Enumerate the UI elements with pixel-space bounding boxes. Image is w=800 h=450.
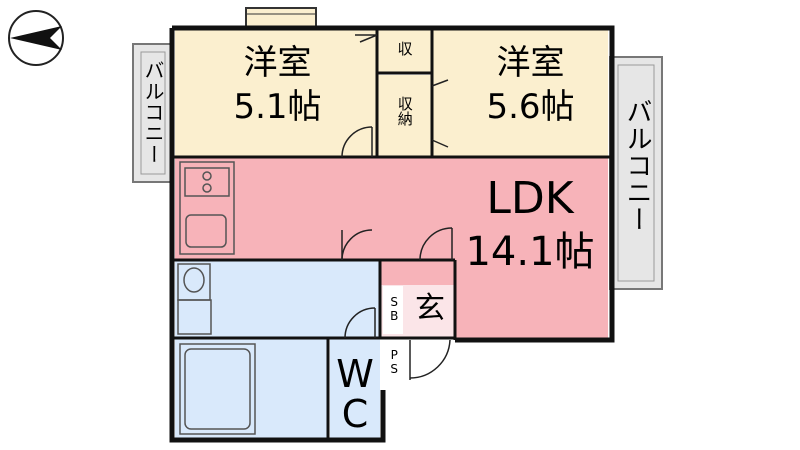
genkan-label: 玄: [415, 291, 445, 326]
storage-closet-label: 収納: [395, 96, 414, 126]
balcony-right-label: バルコニー: [622, 98, 652, 233]
room-western-right-name: 洋室: [496, 43, 565, 83]
room-ldk: [175, 157, 608, 260]
kitchen-counter: [179, 161, 235, 255]
storage-small-label: 収: [397, 40, 413, 58]
room-ldk-size: 14.1帖: [465, 229, 595, 275]
balcony-left: [132, 43, 174, 183]
pipe-space-label: PS: [387, 348, 402, 376]
room-western-left: [175, 30, 377, 157]
bathtub-icon: [179, 343, 256, 435]
north-arrow-icon: [8, 10, 64, 66]
room-western-left-name: 洋室: [243, 43, 312, 83]
balcony-right: [609, 56, 663, 290]
storage-closet: [377, 75, 432, 157]
sink-icon: [185, 214, 227, 248]
pipe-space: [383, 342, 403, 386]
room-western-left-size: 5.1帖: [233, 87, 322, 127]
washer-pan: [177, 299, 212, 335]
shoe-box: [383, 286, 403, 334]
room-ldk-name: LDK: [486, 173, 574, 224]
bathroom: [175, 338, 327, 438]
room-western-right-size: 5.6帖: [486, 87, 575, 127]
washroom: [175, 260, 380, 338]
shoe-box-label: SB: [387, 295, 402, 323]
stove-icon: [184, 167, 230, 197]
toilet: [330, 338, 380, 438]
storage-small: [377, 30, 432, 72]
toilet-label: WC: [336, 352, 374, 436]
room-western-right: [432, 30, 608, 157]
balcony-left-label: バルコニー: [141, 60, 165, 165]
